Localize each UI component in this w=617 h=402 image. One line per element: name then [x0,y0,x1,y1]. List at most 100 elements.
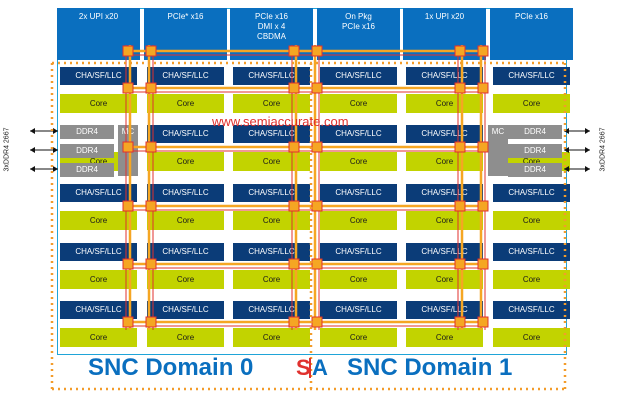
mesh-stop [477,45,489,57]
mesh-stop [454,45,466,57]
core-tile: Core [320,94,397,113]
right-ddr-arrow-head [564,147,569,153]
snc-domain-1-label: SNC Domain 1 [347,354,513,381]
right-ddr-arrow-head [585,166,590,172]
mesh-stop [311,82,323,94]
core-tile: Core [233,328,310,347]
cha-sf-llc-tile: CHA/SF/LLC [233,301,310,319]
sa-logo: S A [294,355,330,381]
core-tile: Core [147,270,224,289]
core-tile: Core [147,328,224,347]
mesh-stop [122,45,134,57]
left-memory-channel-label: 3xDDR4 2667 [3,127,11,172]
cha-sf-llc-tile: CHA/SF/LLC [406,243,483,261]
mesh-stop [477,141,489,153]
core-tile: Core [60,328,137,347]
sa-logo-divider [309,358,311,378]
core-tile: Core [406,211,483,230]
mesh-stop [288,258,300,270]
cha-sf-llc-tile: CHA/SF/LLC [147,301,224,319]
cha-sf-llc-tile: CHA/SF/LLC [493,243,570,261]
mesh-stop [288,45,300,57]
core-tile: Core [320,152,397,171]
io-block-line: 2x UPI x20 [78,12,119,21]
core-tile: Core [320,328,397,347]
core-tile: Core [320,270,397,289]
cha-sf-llc-tile: CHA/SF/LLC [493,67,570,85]
mesh-stop [122,200,134,212]
mesh-stop [288,200,300,212]
core-tile: Core [493,328,570,347]
right-memory-channel-label: 3xDDR4 2667 [599,127,607,172]
mesh-stop [122,141,134,153]
left-ddr-arrow-head [53,166,58,172]
left-ddr-arrow-head [30,147,35,153]
left-ddr-arrow-head [53,147,58,153]
cha-sf-llc-tile: CHA/SF/LLC [406,301,483,319]
mesh-stop [477,258,489,270]
mesh-stop [311,45,323,57]
mesh-stop [145,200,157,212]
mesh-stop [145,45,157,57]
core-tile: Core [493,270,570,289]
left-ddr-arrow-head [53,128,58,134]
cha-sf-llc-tile: CHA/SF/LLC [406,67,483,85]
cha-sf-llc-tile: CHA/SF/LLC [320,184,397,202]
left-ddr4-channel: DDR4 [60,144,114,158]
cha-sf-llc-tile: CHA/SF/LLC [233,67,310,85]
right-ddr4-channel: DDR4 [508,125,562,139]
right-memory-controller: MC [488,125,508,176]
cha-sf-llc-tile: CHA/SF/LLC [233,184,310,202]
mesh-stop [477,82,489,94]
cha-sf-llc-tile: CHA/SF/LLC [233,243,310,261]
mesh-stop [145,258,157,270]
core-tile: Core [406,328,483,347]
io-block-line: PCIe x16 [515,12,548,21]
io-block-line: 1x UPI x20 [424,12,465,21]
mesh-stop [454,82,466,94]
left-ddr-arrow-head [30,166,35,172]
io-block-6: PCIe x16 [490,8,573,60]
core-tile: Core [406,94,483,113]
left-ddr4-channel: DDR4 [60,163,114,177]
mesh-stop [288,82,300,94]
core-tile: Core [493,211,570,230]
mesh-stop [145,316,157,328]
cha-sf-llc-tile: CHA/SF/LLC [147,125,224,143]
sa-logo-s: S [296,355,311,380]
cha-sf-llc-tile: CHA/SF/LLC [493,184,570,202]
core-tile: Core [320,211,397,230]
cha-sf-llc-tile: CHA/SF/LLC [406,184,483,202]
cha-sf-llc-tile: CHA/SF/LLC [60,243,137,261]
core-tile: Core [60,94,137,113]
left-ddr-arrow-head [30,128,35,134]
sa-logo-a: A [312,355,328,380]
core-tile: Core [406,270,483,289]
cha-sf-llc-tile: CHA/SF/LLC [60,301,137,319]
mesh-stop [288,141,300,153]
right-ddr4-channel: DDR4 [508,144,562,158]
watermark-text: www.semiaccurate.com [212,114,349,129]
mesh-stop [311,316,323,328]
io-block-line: DMI x 4 [257,22,286,31]
mesh-stop [311,258,323,270]
core-tile: Core [233,270,310,289]
core-tile: Core [147,94,224,113]
cha-sf-llc-tile: CHA/SF/LLC [147,184,224,202]
core-tile: Core [60,270,137,289]
cha-sf-llc-tile: CHA/SF/LLC [493,301,570,319]
io-block-line: PCIe x16 [255,12,288,21]
core-tile: Core [406,152,483,171]
core-tile: Core [147,152,224,171]
cha-sf-llc-tile: CHA/SF/LLC [147,243,224,261]
mesh-stop [454,141,466,153]
mesh-stop [122,316,134,328]
left-ddr4-channel: DDR4 [60,125,114,139]
cha-sf-llc-tile: CHA/SF/LLC [320,243,397,261]
mesh-stop [288,316,300,328]
mesh-stop [311,200,323,212]
cha-sf-llc-tile: CHA/SF/LLC [60,67,137,85]
mesh-stop [477,316,489,328]
mesh-stop [145,141,157,153]
